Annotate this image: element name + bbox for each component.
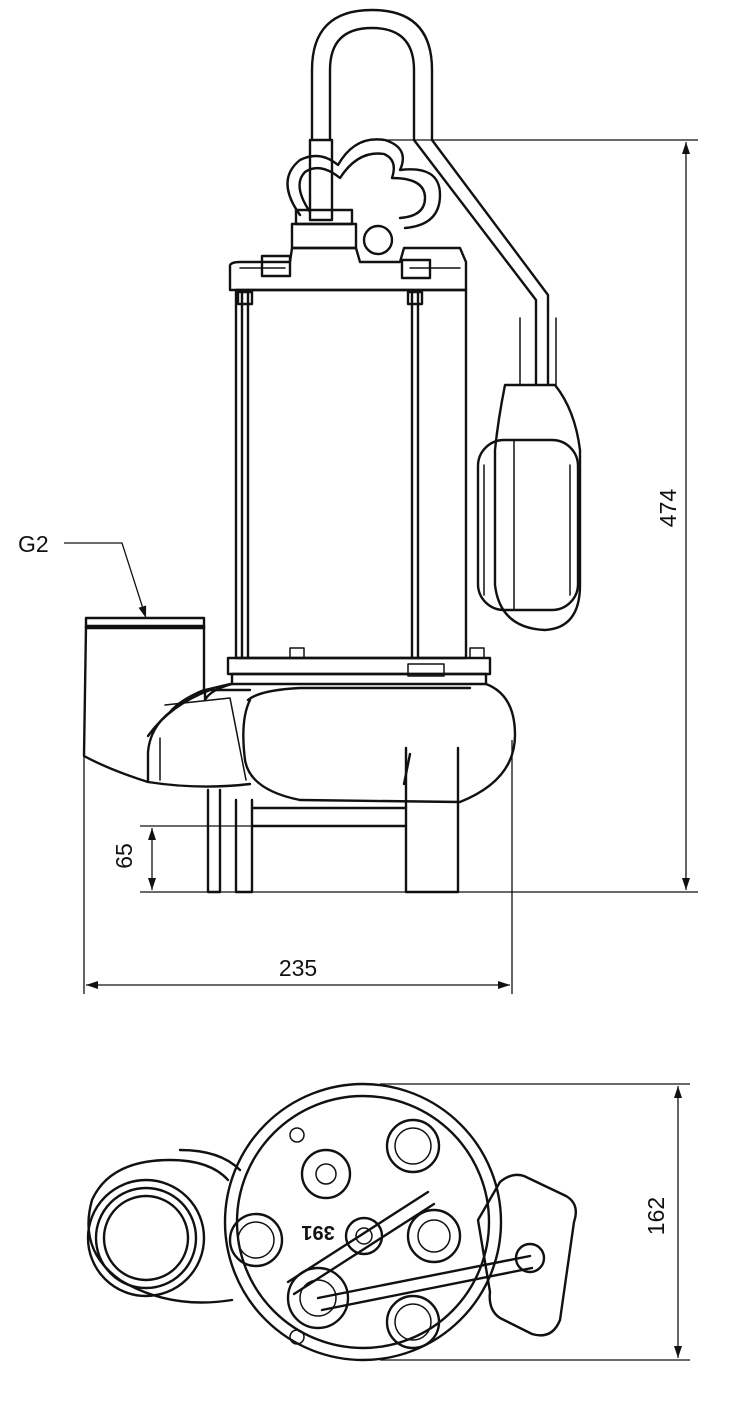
height-label: 474 xyxy=(655,489,681,528)
base-height-label: 65 xyxy=(111,843,137,869)
bolts-top xyxy=(228,1118,462,1350)
float-switch-top xyxy=(476,1173,577,1337)
flange xyxy=(226,647,492,686)
motor-housing xyxy=(234,288,468,660)
thread-size-label: G2 xyxy=(18,531,49,557)
float-switch xyxy=(476,383,582,632)
top-view: 391 xyxy=(86,1082,690,1362)
depth-label: 162 xyxy=(643,1197,669,1235)
stamp-text: 391 xyxy=(301,1221,334,1243)
motor-cap xyxy=(228,246,468,292)
height-dimension xyxy=(140,139,698,893)
base-height-dimension xyxy=(140,825,320,890)
stamp-label: 391 xyxy=(301,1221,334,1243)
width-label: 235 xyxy=(279,955,317,981)
float-cable-top xyxy=(286,1190,534,1312)
side-view xyxy=(64,8,698,994)
float-cable xyxy=(310,8,557,387)
depth-dimension xyxy=(380,1083,690,1361)
discharge-port-top xyxy=(86,1178,206,1298)
handle xyxy=(286,138,442,256)
discharge-elbow xyxy=(82,616,252,788)
width-dimension xyxy=(83,740,513,994)
thread-leader xyxy=(64,542,147,619)
pump-volute xyxy=(203,682,517,804)
pump-stand xyxy=(206,746,460,894)
